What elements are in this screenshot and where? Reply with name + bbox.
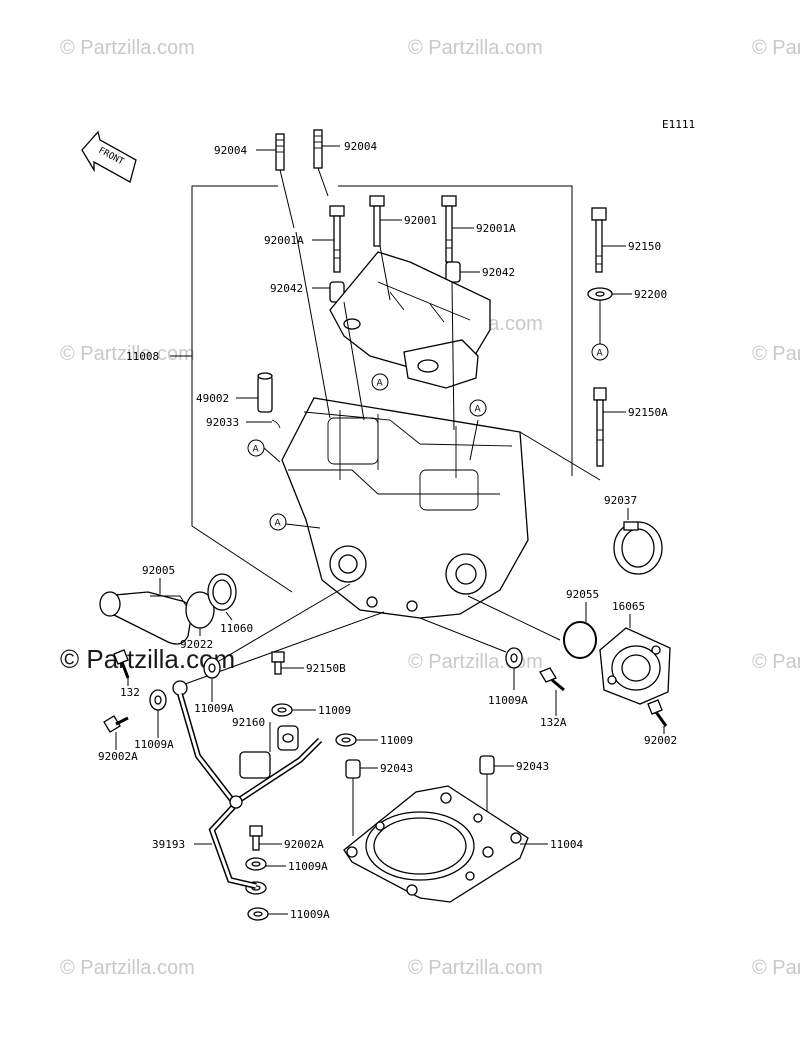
svg-text:A: A [253,445,260,455]
o-ring-92055 [563,621,597,659]
part-label-92033: 92033 [206,416,239,429]
part-label-11004: 11004 [550,838,583,851]
head-gasket-11004 [343,785,529,903]
part-label-132a: 132A [540,716,567,729]
part-label-11009a: 11009A [134,738,174,751]
part-labels: 92004 92004 92001A 92001 92001A 92150 92… [98,140,677,921]
watermark: © Partzilla.com [60,343,195,365]
reference-marker-a: A A A A A [247,343,609,531]
watermark: © Partzilla.com [408,37,543,59]
dowel-92043 [345,755,495,836]
part-label-49002: 49002 [196,392,229,405]
part-label-11009: 11009 [380,734,413,747]
svg-text:A: A [475,405,482,415]
bolt-92001 [329,195,457,273]
part-label-132: 132 [120,686,140,699]
watermark: © Partzilla.com [408,651,543,673]
part-label-11009a: 11009A [290,908,330,921]
part-label-39193: 39193 [152,838,185,851]
label-leader-lines [115,145,665,915]
part-label-92002a: 92002A [98,750,138,763]
part-label-11009: 11009 [318,704,351,717]
svg-text:A: A [597,349,604,359]
part-label-92005: 92005 [142,564,175,577]
svg-text:A: A [377,379,384,389]
watermark-layer: © Partzilla.com © Partzilla.com © Partzi… [60,37,800,979]
watermark: © Partzilla.com [752,37,800,59]
part-label-92004: 92004 [214,144,247,157]
part-label-92042: 92042 [270,282,303,295]
part-label-92042: 92042 [482,266,515,279]
watermark: © Partzilla.com [752,957,800,979]
part-label-11008: 11008 [126,350,159,363]
carburetor-holder-16065 [599,627,671,705]
part-label-11060: 11060 [220,622,253,635]
assembly-outline [170,185,601,593]
svg-text:A: A [275,519,282,529]
diagram-code: E1111 [662,118,695,131]
clamp-92037 [613,521,663,575]
watermark: © Partzilla.com [60,957,195,979]
part-label-92150b: 92150B [306,662,346,675]
watermark: © Partzilla.com [752,651,800,673]
sleeve-49002 [257,372,281,429]
part-label-92004: 92004 [344,140,377,153]
part-label-92001a: 92001A [264,234,304,247]
part-label-92043: 92043 [516,760,549,773]
bolt-92002 [539,667,668,727]
bolt-92002a [103,715,263,851]
part-label-11009a: 11009A [288,860,328,873]
part-label-92002a: 92002A [284,838,324,851]
oil-pipe-39193 [172,680,323,889]
part-label-92002: 92002 [644,734,677,747]
part-label-92160: 92160 [232,716,265,729]
part-label-92200: 92200 [634,288,667,301]
camshaft-holder [329,251,491,389]
part-label-11009a: 11009A [488,694,528,707]
part-label-11009a: 11009A [194,702,234,715]
stud-92004 [275,129,329,229]
part-label-92150a: 92150A [628,406,668,419]
watermark: © Partzilla.com [408,957,543,979]
water-fitting-92005 [99,573,237,679]
part-label-16065: 16065 [612,600,645,613]
part-label-92150: 92150 [628,240,661,253]
part-label-92055: 92055 [566,588,599,601]
cylinder-head [281,397,529,619]
part-label-92001: 92001 [404,214,437,227]
bolt-92150 [587,207,613,467]
bolt-92150b [271,651,285,675]
front-arrow-icon: FRONT [81,130,137,183]
watermark: © Partzilla.com [60,37,195,59]
watermark: © Partzilla.com [752,343,800,365]
part-label-92037: 92037 [604,494,637,507]
part-label-92043: 92043 [380,762,413,775]
part-label-92022: 92022 [180,638,213,651]
part-label-92001a: 92001A [476,222,516,235]
